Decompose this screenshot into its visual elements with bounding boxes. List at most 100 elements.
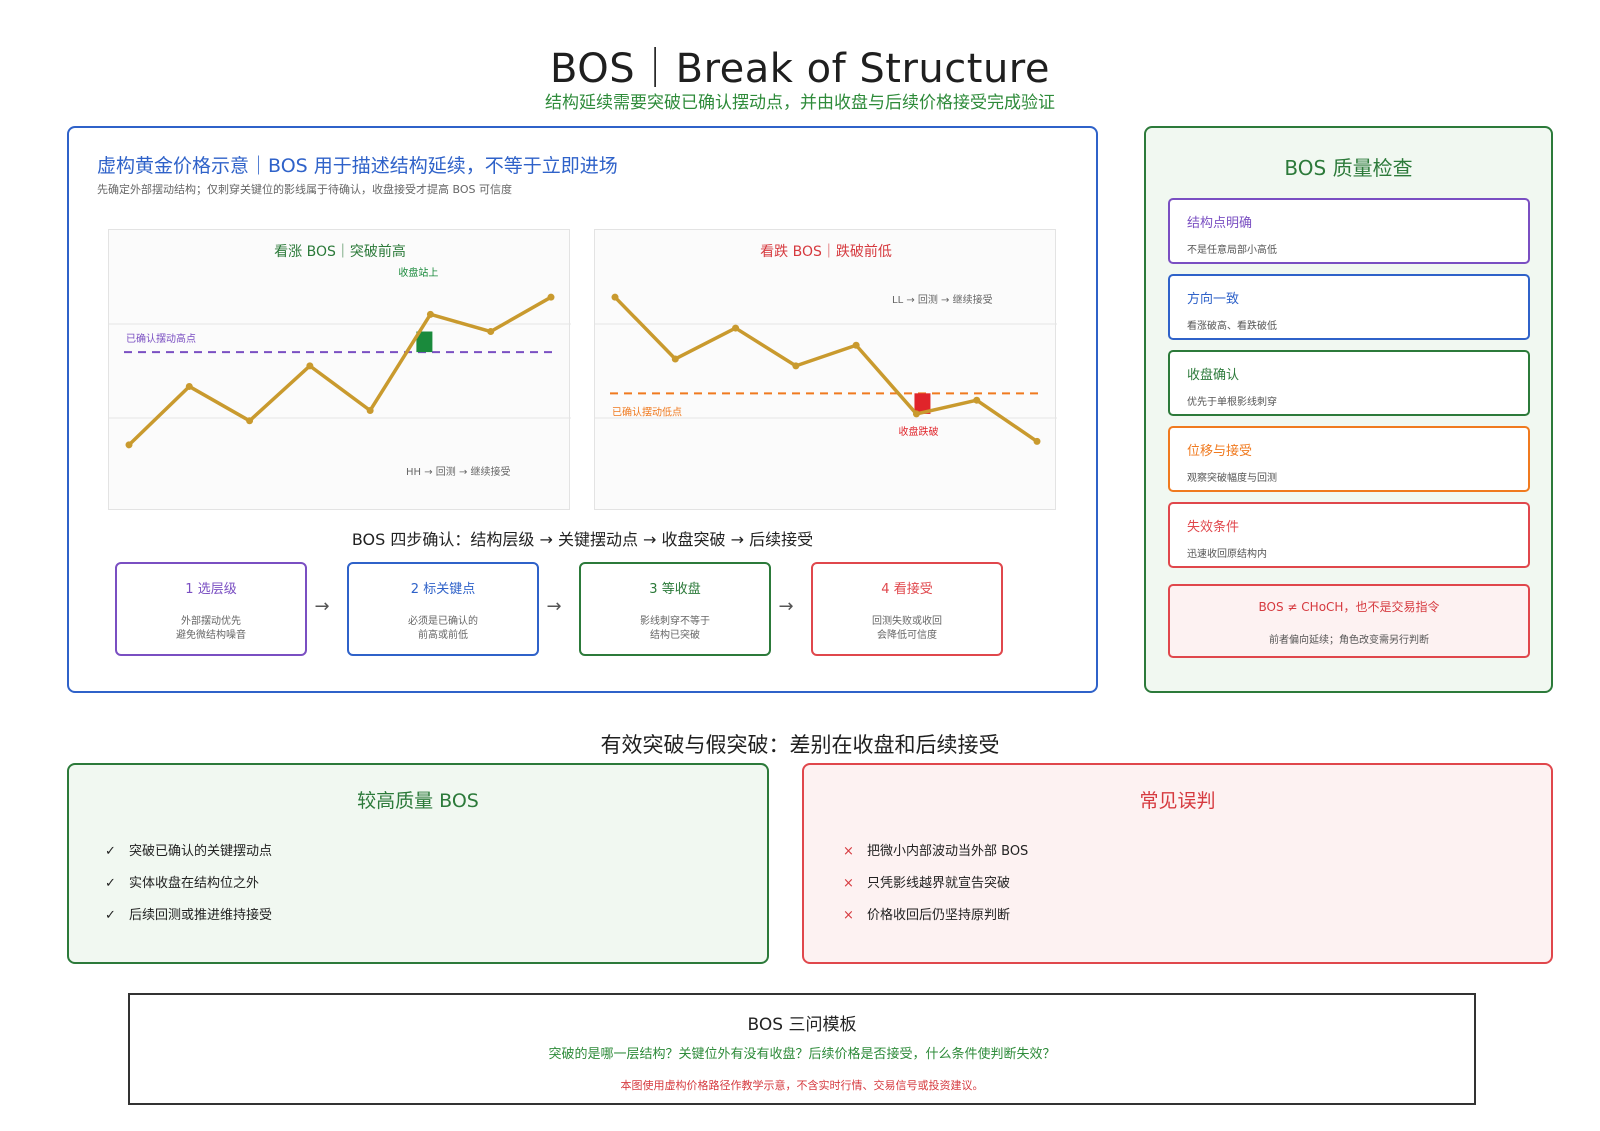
three-questions-template [128,993,1476,1105]
price-point [973,396,981,404]
disclaimer: 本图使用虚构价格路径作教学示意，不含实时行情、交易信号或投资建议。 [620,1079,984,1092]
price-point [306,362,314,370]
price-point [852,341,860,349]
step-arrow: → [778,596,794,617]
quality-check-title: BOS 质量检查 [1284,156,1413,180]
step-card-2: 2 标关键点 必须是已确认的 前高或前低 [347,562,539,656]
step-line: 会降低可信度 [877,630,937,641]
good-bos-item: ✓ 后续回测或推进维持接受 [105,904,272,923]
misjudgment-item: × 价格收回后仍坚持原判断 [843,904,1010,923]
page-title: BOS｜Break of Structure [550,46,1050,92]
price-point [547,293,555,301]
check-card-4: 位移与接受 观察突破幅度与回测 [1168,426,1530,492]
check-desc: 优先于单根影线刺穿 [1187,397,1277,408]
warning-desc: 前者偏向延续；角色改变需另行判断 [1269,635,1429,646]
check-icon: ✓ [105,876,116,891]
price-point [671,355,679,363]
misjudgment-item-text: 价格收回后仍坚持原判断 [867,908,1011,923]
step-card-1: 1 选层级 外部摆动优先 避免微结构噪音 [115,562,307,656]
chart-panel-heading: 虚构黄金价格示意｜BOS 用于描述结构延续，不等于立即进场 [97,155,618,177]
price-point [792,362,800,370]
step-title: 3 等收盘 [649,582,701,597]
price-point [912,410,920,418]
cross-icon: × [843,844,854,859]
chart-annotation: HH → 回测 → 继续接受 [406,465,511,478]
misjudgment-item-text: 把微小内部波动当外部 BOS [867,844,1029,859]
step-arrow: → [546,596,562,617]
check-title: 失效条件 [1187,520,1240,535]
check-desc: 迅速收回原结构内 [1187,549,1267,560]
step-line: 前高或前低 [418,630,468,641]
misjudgment-title: 常见误判 [1139,790,1216,812]
swing-level-label: 已确认摆动低点 [612,405,682,418]
swing-level-label: 已确认摆动高点 [126,332,196,345]
step-arrow: → [314,596,330,617]
chart-panel-note: 先确定外部摆动结构；仅刺穿关键位的影线属于待确认，收盘接受才提高 BOS 可信度 [97,183,512,196]
step-line: 必须是已确认的 [408,616,478,627]
good-bos-item: ✓ 实体收盘在结构位之外 [105,872,259,891]
price-point [426,310,434,318]
price-point [732,324,740,332]
misjudgment-item-text: 只凭影线越界就宣告突破 [867,876,1011,891]
misjudgment-panel [802,763,1553,964]
step-title: 2 标关键点 [410,582,476,597]
check-card-2: 方向一致 看涨破高、看跌破低 [1168,274,1530,340]
misjudgment-item: × 把微小内部波动当外部 BOS [843,840,1028,859]
step-line: 结构已突破 [650,630,700,641]
price-path [127,295,552,447]
check-desc: 观察突破幅度与回测 [1187,473,1277,484]
price-point [1033,437,1041,445]
step-line: 影线刺穿不等于 [640,616,710,627]
check-title: 方向一致 [1187,292,1240,307]
price-point [487,328,495,336]
check-card-1: 结构点明确 不是任意局部小高低 [1168,198,1530,264]
price-point [246,417,254,425]
candle-label: 收盘站上 [398,266,438,279]
breakout-candle [914,393,931,414]
step-title: 4 看接受 [881,582,933,597]
breakout-candle [416,331,433,353]
check-title: 结构点明确 [1187,216,1253,231]
warning-title: BOS ≠ CHoCH，也不是交易指令 [1258,600,1440,614]
misjudgment-item: × 只凭影线越界就宣告突破 [843,872,1010,891]
step-title: 1 选层级 [185,582,237,597]
candle-label: 收盘跌破 [898,425,938,438]
price-point [125,441,133,449]
check-card-3: 收盘确认 优先于单根影线刺穿 [1168,350,1530,416]
check-desc: 不是任意局部小高低 [1187,245,1277,256]
step-card-3: 3 等收盘 影线刺穿不等于 结构已突破 [579,562,771,656]
steps-title: BOS 四步确认：结构层级 → 关键摆动点 → 收盘突破 → 后续接受 [351,530,814,549]
check-icon: ✓ [105,844,116,859]
good-bos-panel [67,763,769,964]
check-title: 收盘确认 [1187,368,1240,383]
cross-icon: × [843,876,854,891]
template-questions: 突破的是哪一层结构？关键位外有没有收盘？后续价格是否接受，什么条件使判断失效？ [548,1047,1056,1062]
good-bos-item-text: 实体收盘在结构位之外 [129,876,260,891]
bos-choch-warning: BOS ≠ CHoCH，也不是交易指令 前者偏向延续；角色改变需另行判断 [1168,584,1530,658]
cross-icon: × [843,908,854,923]
good-bos-item: ✓ 突破已确认的关键摆动点 [105,840,272,859]
chart-title: 看跌 BOS｜跌破前低 [760,243,892,260]
price-point [185,382,193,390]
step-line: 回测失败或收回 [872,616,942,627]
price-point [366,406,374,414]
check-card-5: 失效条件 迅速收回原结构内 [1168,502,1530,568]
price-point [611,293,619,301]
good-bos-item-text: 后续回测或推进维持接受 [129,908,273,923]
bearish-bos-chart: 看跌 BOS｜跌破前低已确认摆动低点收盘跌破 LL → 回测 → 继续接受 [594,229,1057,510]
good-bos-title: 较高质量 BOS [357,790,479,812]
template-title: BOS 三问模板 [747,1015,857,1035]
step-line: 避免微结构噪音 [176,630,246,641]
check-icon: ✓ [105,908,116,923]
check-title: 位移与接受 [1187,444,1253,459]
comparison-title: 有效突破与假突破：差别在收盘和后续接受 [600,733,1000,757]
good-bos-item-text: 突破已确认的关键摆动点 [129,844,273,859]
chart-annotation: LL → 回测 → 继续接受 [892,293,993,306]
price-path [613,295,1038,443]
step-card-4: 4 看接受 回测失败或收回 会降低可信度 [811,562,1003,656]
step-line: 外部摆动优先 [181,616,241,627]
page-subtitle: 结构延续需要突破已确认摆动点，并由收盘与后续价格接受完成验证 [545,93,1055,113]
